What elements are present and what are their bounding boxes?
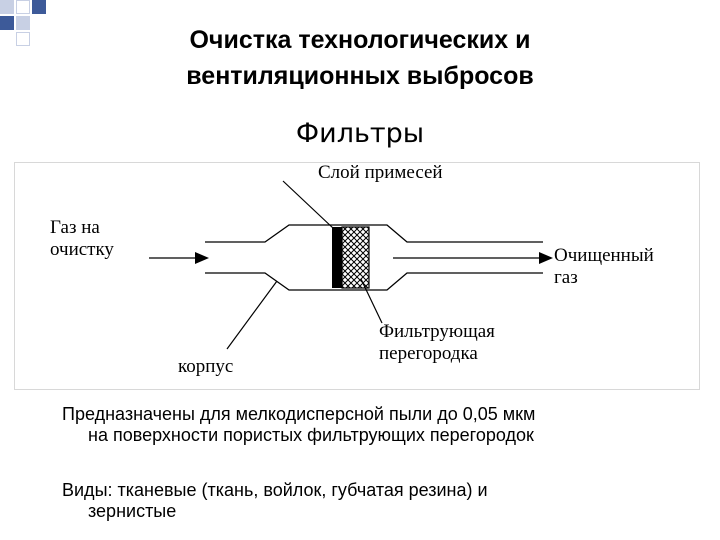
label-gas-inlet: Газ на очистку — [50, 217, 114, 261]
filter-partition — [341, 226, 370, 289]
types-paragraph: Виды: тканевые (ткань, войлок, губчатая … — [62, 480, 488, 522]
label-impurity-layer: Слой примесей — [318, 162, 443, 183]
purpose-line-2: на поверхности пористых фильтрующих пере… — [88, 425, 534, 445]
label-gas-inlet-line2: очистку — [50, 239, 114, 260]
decor-square — [0, 0, 14, 14]
title-line-2: вентиляционных выбросов — [186, 62, 534, 90]
label-filter-line2: перегородка — [379, 343, 478, 364]
housing-lower-wall — [205, 272, 543, 291]
label-housing: корпус — [178, 356, 234, 377]
purpose-line-1: Предназначены для мелкодисперсной пыли д… — [62, 404, 536, 424]
filter-diagram-drawing — [149, 180, 553, 350]
decor-square — [0, 16, 14, 30]
label-gas-outlet-line1: Очищенный — [554, 245, 654, 266]
title-line-1: Очистка технологических и — [189, 26, 531, 54]
corner-decoration — [0, 0, 60, 50]
purpose-paragraph: Предназначены для мелкодисперсной пыли д… — [62, 404, 535, 446]
slide-title: Очистка технологических и вентиляционных… — [90, 22, 630, 94]
slide-subtitle: Фильтры — [295, 118, 425, 149]
decor-square — [16, 16, 30, 30]
leader-filter — [360, 278, 383, 324]
types-line-1: Виды: тканевые (ткань, войлок, губчатая … — [62, 480, 488, 500]
label-filter-partition: Фильтрующая перегородка — [379, 321, 495, 365]
outlet-arrow-head — [539, 252, 553, 264]
label-gas-inlet-line1: Газ на — [50, 217, 100, 238]
label-gas-outlet: Очищенный газ — [554, 245, 654, 289]
decor-square — [16, 0, 30, 14]
decor-square — [16, 32, 30, 46]
decor-square — [32, 0, 46, 14]
leader-impurity — [282, 180, 335, 230]
housing-upper-wall — [205, 224, 543, 243]
label-gas-outlet-line2: газ — [554, 267, 578, 288]
leader-housing — [226, 280, 278, 350]
types-line-2: зернистые — [88, 501, 177, 521]
inlet-arrow-head — [195, 252, 209, 264]
impurity-layer — [332, 227, 342, 288]
filter-diagram: Слой примесей Газ на очистку Очищенный г… — [14, 162, 700, 390]
label-filter-line1: Фильтрующая — [379, 321, 495, 342]
